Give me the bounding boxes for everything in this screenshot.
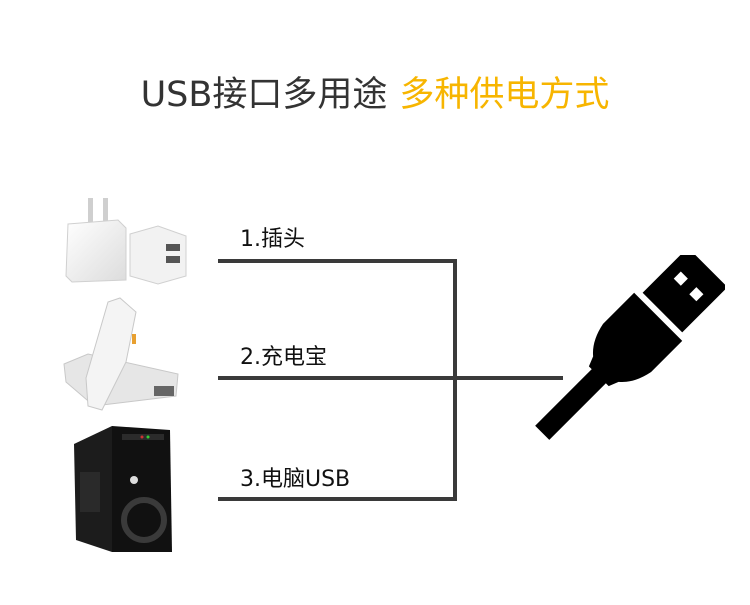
wall-charger-icon (58, 196, 188, 286)
source-label-plug: 1.插头 (240, 227, 305, 252)
title-accent: 多种供电方式 (399, 75, 610, 115)
line-pc-usb (218, 497, 457, 501)
line-plug (218, 259, 457, 263)
usb-plug-icon (515, 247, 728, 455)
power-bank-icon (58, 294, 188, 414)
source-label-power-bank: 2.充电宝 (240, 345, 327, 370)
line-vertical-bus (453, 259, 457, 501)
source-label-pc-usb: 3.电脑USB (240, 467, 351, 492)
title-main: USB接口多用途 (140, 75, 388, 115)
pc-tower-icon (72, 422, 182, 557)
line-power-bank (218, 376, 563, 380)
page-title: USB接口多用途多种供电方式 (0, 70, 750, 120)
